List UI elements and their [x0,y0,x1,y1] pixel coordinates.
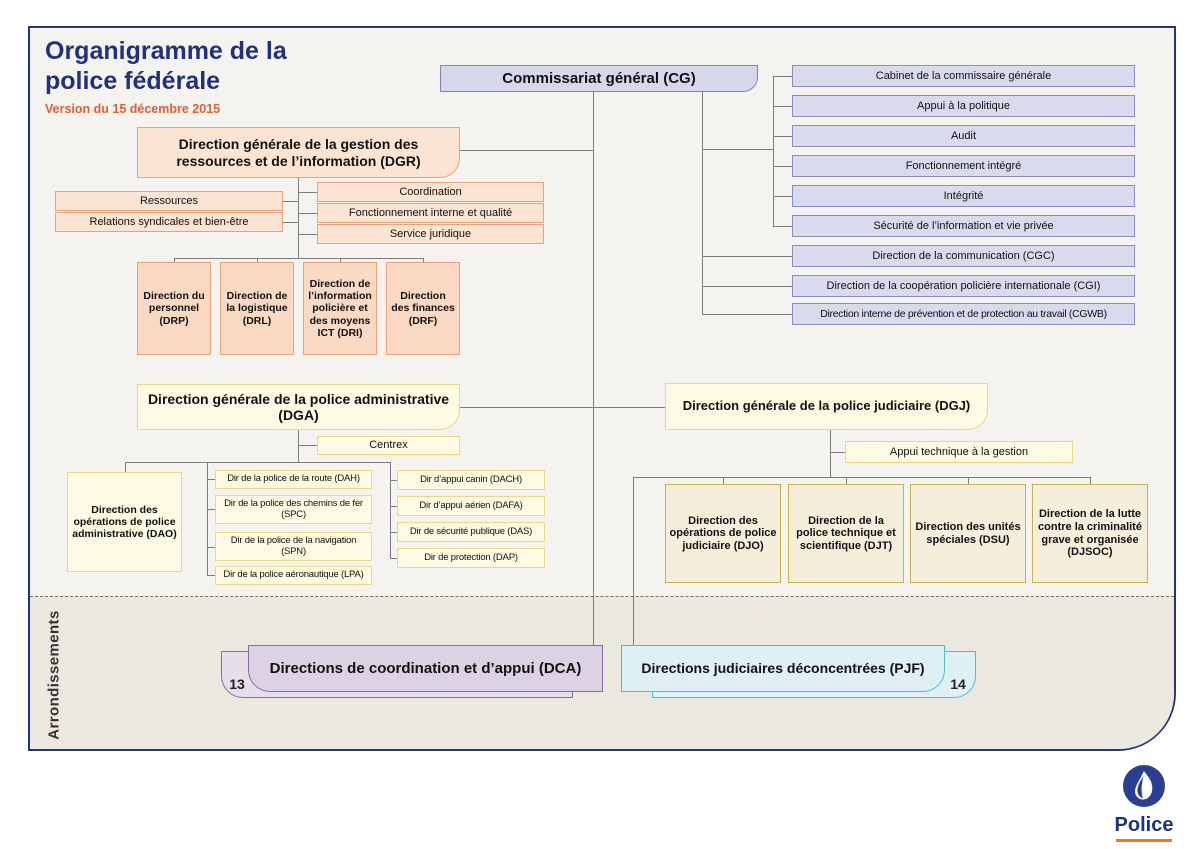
connector-line [283,201,298,202]
cg-direction-prevention-travail: Direction interne de prévention et de pr… [792,303,1135,325]
connector-line [968,477,969,484]
connector-line [390,462,391,558]
connector-line [773,196,792,197]
dga-centrex: Centrex [317,436,460,455]
box-dgr: Direction générale de la gestion des res… [137,127,460,178]
connector-line [702,149,773,150]
connector-line [298,178,299,258]
connector-line [702,256,792,257]
connector-line [830,430,831,477]
connector-line [298,445,317,446]
connector-line [340,258,341,263]
box-djo: Direction des opérations de police judic… [665,484,781,583]
connector-line [773,106,792,107]
box-drl: Direction de la logistique (DRL) [220,262,294,355]
cg-service-fonctionnement-integre: Fonctionnement intégré [792,155,1135,177]
connector-line [298,234,317,235]
connector-line [723,477,724,484]
connector-line [125,462,126,472]
dgr-fonctionnement-interne: Fonctionnement interne et qualité [317,203,544,223]
flame-icon [1122,765,1166,812]
box-dri: Direction de l’information policière et … [303,262,377,355]
cg-direction-cooperation-internationale: Direction de la coopération policière in… [792,275,1135,297]
connector-line [298,430,299,462]
logo-underline [1116,839,1172,842]
connector-line [423,258,424,263]
page-title: Organigramme de la police fédérale Versi… [45,36,287,116]
connector-line [773,166,792,167]
box-dgj: Direction générale de la police judiciai… [665,383,988,430]
box-cg: Commissariat général (CG) [440,65,758,92]
connector-line [1090,477,1091,484]
connector-line [773,226,792,227]
connector-line [207,462,208,576]
dga-dir-appui-aerien-dafa: Dir d’appui aérien (DAFA) [397,496,545,516]
box-djsoc: Direction de la lutte contre la criminal… [1032,484,1148,583]
cg-service-integrite: Intégrité [792,185,1135,207]
cg-service-appui-politique: Appui à la politique [792,95,1135,117]
pjf-count: 14 [950,676,966,692]
connector-line [390,532,397,533]
cg-direction-communication: Direction de la communication (CGC) [792,245,1135,267]
dga-dir-protection-dap: Dir de protection (DAP) [397,548,545,568]
connector-line [633,477,634,645]
connector-line [298,213,317,214]
connector-line [207,509,215,510]
connector-line [846,477,847,484]
connector-line [460,150,593,151]
version-label: Version du 15 décembre 2015 [45,102,221,116]
cg-service-audit: Audit [792,125,1135,147]
dgr-relations-syndicales: Relations syndicales et bien-être [55,212,283,232]
connector-line [390,480,397,481]
connector-line [207,575,215,576]
police-wordmark: Police [1114,814,1174,836]
dca-count: 13 [229,676,245,692]
connector-line [174,258,175,263]
dga-dir-appui-canin-dach: Dir d’appui canin (DACH) [397,470,545,490]
arrondissements-label: Arrondissements [45,610,63,740]
dgj-appui-technique: Appui technique à la gestion [845,441,1073,463]
connector-line [702,314,792,315]
connector-line [460,407,665,408]
box-dsu: Direction des unités spéciales (DSU) [910,484,1026,583]
connector-line [390,506,397,507]
box-dao: Direction des opérations de police admin… [67,472,182,572]
connector-line [283,222,298,223]
connector-line [702,92,703,314]
dga-dir-route-dah: Dir de la police de la route (DAH) [215,470,372,489]
connector-line [830,452,845,453]
dga-dir-chemins-fer-spc: Dir de la police des chemins de fer (SPC… [215,495,372,524]
connector-line [773,136,792,137]
title-line2: police fédérale [45,67,221,95]
title-line1: Organigramme de la [45,37,287,65]
cg-service-securite-information: Sécurité de l’information et vie privée [792,215,1135,237]
dga-dir-navigation-spn: Dir de la police de la navigation (SPN) [215,532,372,561]
connector-line [593,92,594,647]
connector-line [207,547,215,548]
connector-line [257,258,258,263]
connector-line [702,286,792,287]
dgr-ressources: Ressources [55,191,283,211]
box-drf: Direction des finances (DRF) [386,262,460,355]
dga-dir-aeronautique-lpa: Dir de la police aéronautique (LPA) [215,566,372,585]
box-djt: Direction de la police technique et scie… [788,484,904,583]
connector-line [125,462,390,463]
connector-line [174,258,423,259]
connector-line [390,558,397,559]
dga-dir-securite-publique-das: Dir de sécurité publique (DAS) [397,522,545,542]
box-drp: Direction du personnel (DRP) [137,262,211,355]
dgr-coordination: Coordination [317,182,544,202]
box-dga: Direction générale de la police administ… [137,384,460,430]
connector-line [773,76,792,77]
police-logo: Police [1106,764,1182,842]
dgr-service-juridique: Service juridique [317,224,544,244]
box-pjf: Directions judiciaires déconcentrées (PJ… [621,645,945,692]
cg-service-cabinet: Cabinet de la commissaire générale [792,65,1135,87]
connector-line [298,192,317,193]
box-dca: Directions de coordination et d’appui (D… [248,645,603,692]
connector-line [207,479,215,480]
connector-line [773,76,774,226]
connector-line [633,477,1090,478]
